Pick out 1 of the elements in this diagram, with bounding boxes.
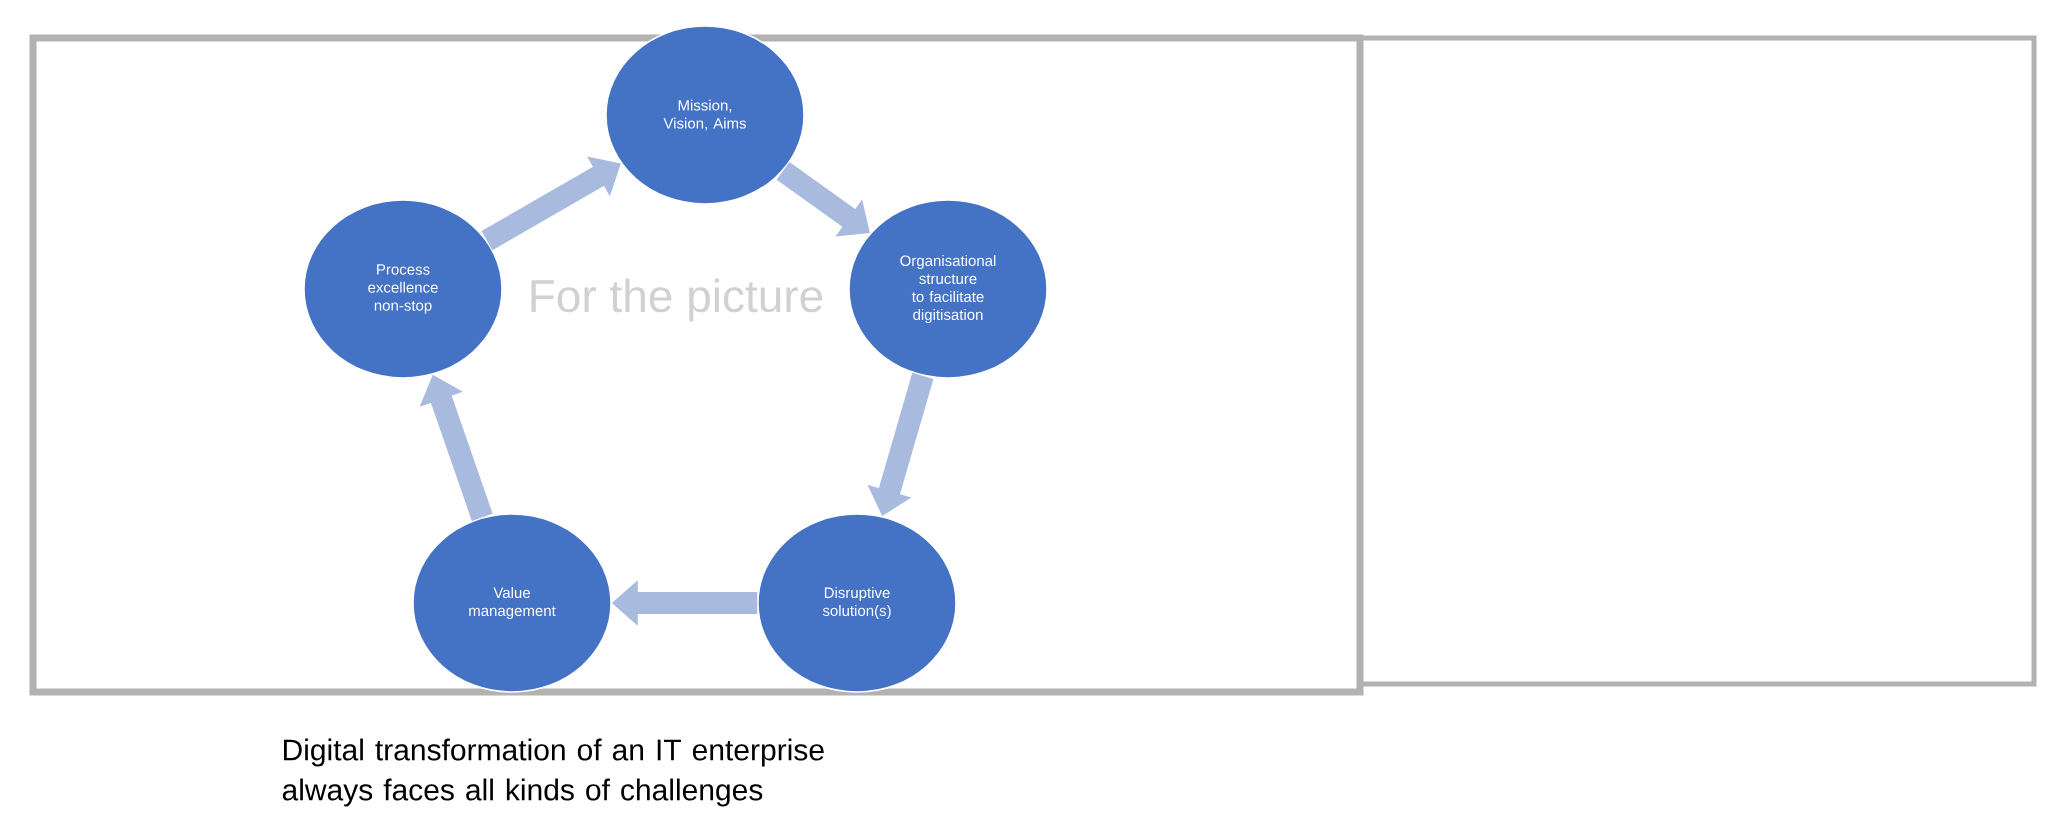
caption: Digital transformation of an IT enterprise always faces all kinds of challenges (282, 738, 824, 807)
